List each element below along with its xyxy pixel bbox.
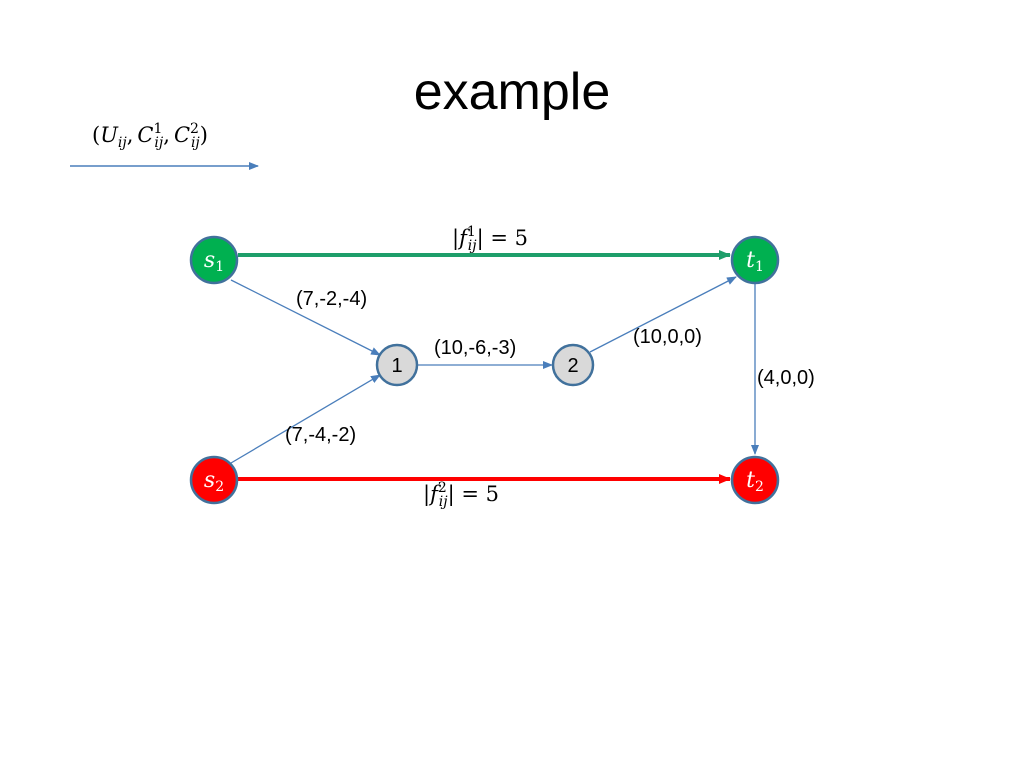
- node-t1: t1: [730, 235, 780, 285]
- node-2-label: 2: [567, 355, 578, 377]
- node-t2: t2: [730, 455, 780, 505]
- node-t1-label: t1: [746, 248, 764, 275]
- node-2: 2: [551, 343, 595, 387]
- edge-s2-to-1: [230, 374, 381, 464]
- node-s1: s1: [189, 235, 239, 285]
- edge-2-to-t1: [589, 276, 737, 353]
- edge-label-s2-1: (7,-4,-2): [285, 424, 356, 446]
- edge-label-1-2: (10,-6,-3): [434, 337, 516, 359]
- node-t2-label: t2: [746, 468, 764, 495]
- edge-s1-to-1: [230, 279, 381, 356]
- node-1: 1: [375, 343, 419, 387]
- node-s2-label: s2: [204, 468, 224, 495]
- node-s1-label: s1: [204, 248, 224, 275]
- node-s2: s2: [189, 455, 239, 505]
- node-1-label: 1: [391, 355, 402, 377]
- edge-label-s1-1: (7,-2,-4): [296, 288, 367, 310]
- edge-label-2-t1: (10,0,0): [633, 326, 702, 348]
- slide-title: example: [413, 63, 611, 121]
- edge-label-t1-t2: (4,0,0): [757, 367, 815, 389]
